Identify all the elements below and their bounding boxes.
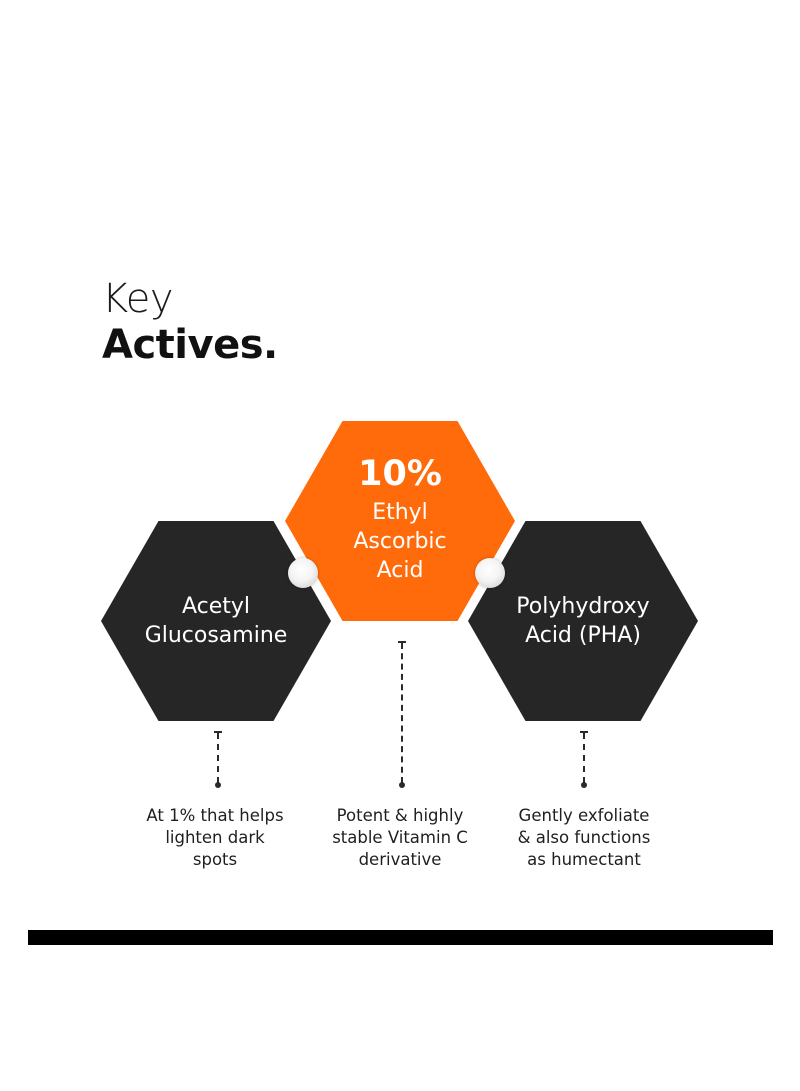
active-percent-ethyl-ascorbic-acid: 10%: [358, 453, 442, 494]
description-ethyl-ascorbic-acid: Potent & highly stable Vitamin C derivat…: [332, 806, 468, 869]
pointer-line-acetyl-glucosamine: [214, 731, 222, 789]
heading-actives: Actives.: [102, 322, 278, 368]
active-name-polyhydroxy-acid: Polyhydroxy Acid (PHA): [516, 594, 650, 648]
description-acetyl-glucosamine: At 1% that helps lighten dark spots: [146, 806, 284, 869]
connector-bead-left: [288, 558, 318, 588]
bottom-divider-bar: [28, 930, 773, 945]
pointer-line-polyhydroxy-acid: [580, 731, 588, 789]
hexagon-ethyl-ascorbic-acid: 10% Ethyl Ascorbic Acid: [285, 421, 515, 621]
hexagon-polyhydroxy-acid: Polyhydroxy Acid (PHA): [468, 521, 698, 721]
active-name-ethyl-ascorbic-acid: Ethyl Ascorbic Acid: [353, 499, 447, 583]
section-heading: Key Actives.: [102, 276, 278, 368]
pointer-line-ethyl-ascorbic-acid: [398, 641, 406, 789]
connector-bead-right: [475, 558, 505, 588]
hexagon-acetyl-glucosamine: Acetyl Glucosamine: [101, 521, 331, 721]
heading-key: Key: [102, 276, 174, 322]
active-name-acetyl-glucosamine: Acetyl Glucosamine: [144, 594, 288, 648]
description-polyhydroxy-acid: Gently exfoliate & also functions as hum…: [517, 806, 651, 869]
